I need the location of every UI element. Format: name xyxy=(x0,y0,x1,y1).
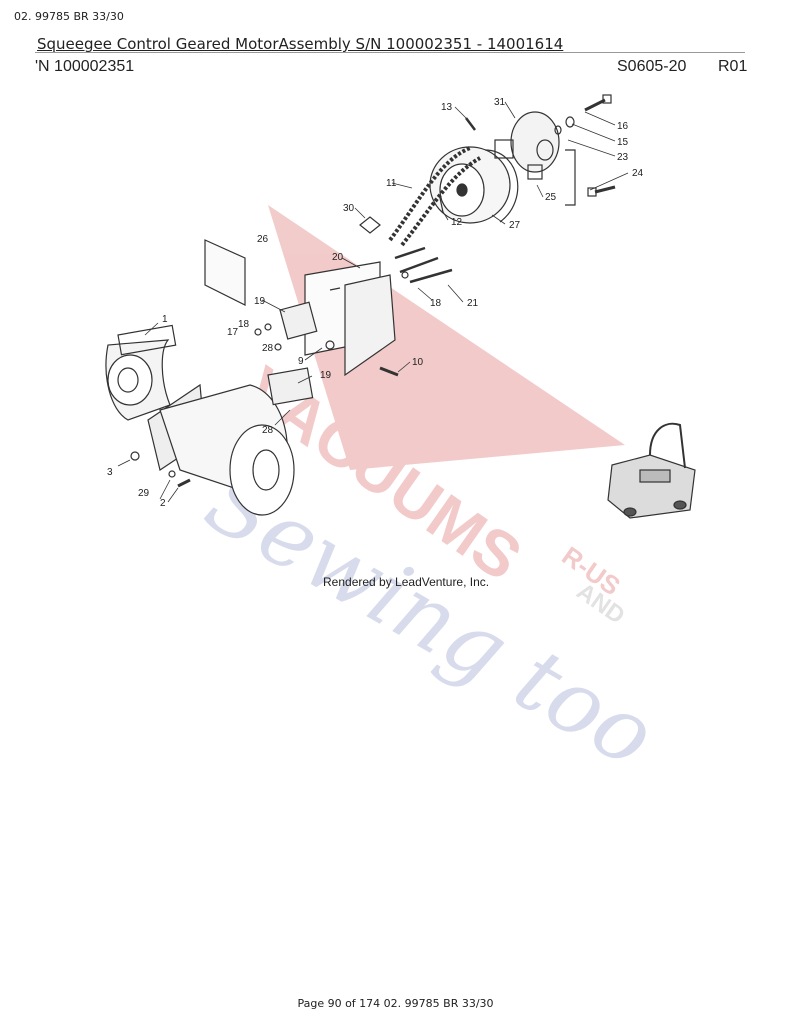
callout-11: 11 xyxy=(386,178,397,189)
callout-21: 21 xyxy=(467,298,479,309)
nut-3 xyxy=(130,451,140,461)
machine-thumbnail xyxy=(607,422,696,519)
switch-lower xyxy=(267,367,314,406)
callout-15: 15 xyxy=(617,137,629,148)
page-title: Squeegee Control Geared MotorAssembly S/… xyxy=(37,35,564,53)
callout-19-lower: 19 xyxy=(320,370,332,381)
callout-labels: 1 2 3 9 10 11 12 13 15 16 17 18 18 19 19… xyxy=(107,97,644,509)
nut-18 xyxy=(264,323,272,331)
render-credit: Rendered by LeadVenture, Inc. xyxy=(323,575,490,589)
bracket-20 xyxy=(304,261,396,377)
page-footer: Page 90 of 174 02. 99785 BR 33/30 xyxy=(297,997,494,1010)
callout-23: 23 xyxy=(617,152,629,163)
callout-25: 25 xyxy=(545,192,557,203)
callout-9: 9 xyxy=(298,356,304,367)
callout-10: 10 xyxy=(412,357,424,368)
revision-code: R01 xyxy=(718,58,748,75)
exploded-view xyxy=(105,94,696,519)
callout-18-left: 18 xyxy=(238,319,250,330)
washer-17 xyxy=(254,328,262,336)
callout-19-upper: 19 xyxy=(254,296,266,307)
card-26 xyxy=(204,239,246,306)
screws-21 xyxy=(394,246,453,284)
callout-29: 29 xyxy=(138,488,150,499)
bolt-2 xyxy=(177,478,191,488)
fasteners-right xyxy=(554,94,616,206)
callout-12: 12 xyxy=(451,217,463,228)
callout-2: 2 xyxy=(160,498,166,509)
document-reference: 02. 99785 BR 33/30 xyxy=(14,10,124,23)
callout-24: 24 xyxy=(632,168,644,179)
leader-lines xyxy=(117,101,629,503)
switch-upper xyxy=(279,301,318,340)
pin-13 xyxy=(465,117,476,131)
chain-11 xyxy=(388,146,481,247)
callout-20: 20 xyxy=(332,252,344,263)
chain-link-30 xyxy=(359,216,381,234)
callout-30: 30 xyxy=(343,203,355,214)
callout-18-right: 18 xyxy=(430,298,442,309)
sprocket-27 xyxy=(429,146,519,224)
callout-3: 3 xyxy=(107,467,113,478)
callout-16: 16 xyxy=(617,121,629,132)
washer-29 xyxy=(168,470,176,478)
callout-26: 26 xyxy=(257,234,269,245)
motor-assembly xyxy=(105,324,295,516)
title-divider xyxy=(35,52,745,53)
callout-31: 31 xyxy=(494,97,506,108)
callout-17: 17 xyxy=(227,327,239,338)
callout-28-lower: 28 xyxy=(262,425,274,436)
callout-28-upper: 28 xyxy=(262,343,274,354)
callout-27: 27 xyxy=(509,220,521,231)
nut-9 xyxy=(325,340,335,350)
callout-13: 13 xyxy=(441,102,453,113)
washer-28 xyxy=(274,343,282,351)
bolt-10 xyxy=(379,366,399,377)
serial-number: 'N 100002351 xyxy=(35,58,135,75)
key-12 xyxy=(439,197,444,213)
diagram-code: S0605-20 xyxy=(617,58,687,75)
callout-1: 1 xyxy=(162,314,168,325)
hub-31 xyxy=(494,111,560,180)
